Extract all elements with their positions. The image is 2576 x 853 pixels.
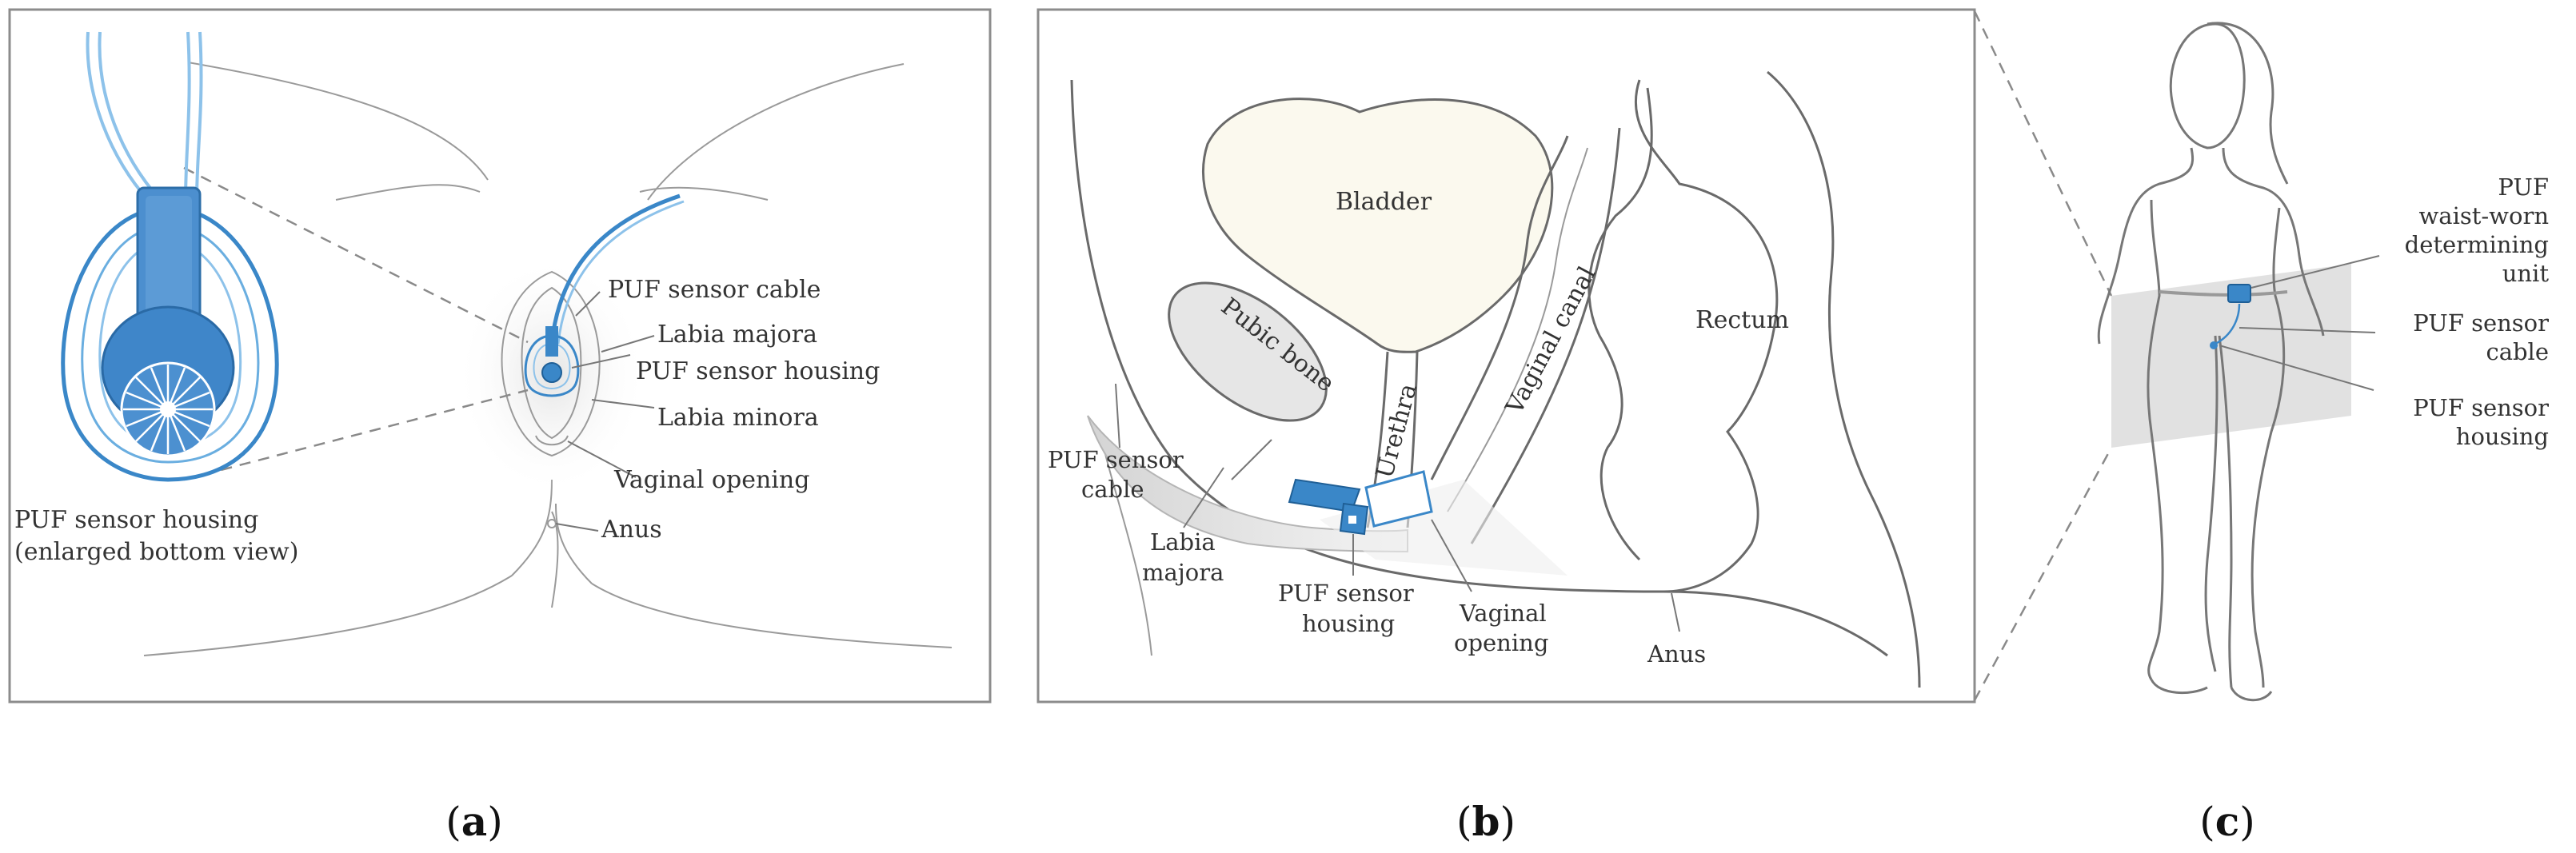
projection-line-upper — [183, 166, 529, 344]
label-sensor-cable: PUF sensor cable — [608, 276, 821, 304]
label-labia-majora: Labia majora — [657, 321, 817, 349]
determining-unit — [2227, 284, 2251, 303]
caption-a-close: ) — [487, 799, 503, 845]
connector-line-upper — [1973, 10, 2113, 297]
caption-b: (b) — [1456, 798, 1516, 845]
label-housing-b-line2: housing — [1302, 610, 1395, 637]
label-cable-c-line1: PUF sensor — [2413, 309, 2549, 337]
label-cable-line1: PUF sensor — [1048, 446, 1184, 473]
label-cable-line2: cable — [1081, 476, 1144, 503]
label-inset-line2: (enlarged bottom view) — [14, 538, 298, 566]
label-inset-line1: PUF sensor housing — [14, 506, 258, 534]
label-anus-b: Anus — [1647, 640, 1706, 668]
connector-line-lower — [1973, 447, 2113, 701]
waist-band — [2159, 290, 2288, 297]
label-rectum: Rectum — [1695, 306, 1789, 334]
caption-c-open: ( — [2199, 799, 2215, 845]
caption-c-close: ) — [2239, 799, 2255, 845]
caption-b-open: ( — [1456, 799, 1472, 845]
pubic-bone-shape — [1168, 281, 1328, 422]
panel-a-leaders — [555, 291, 655, 532]
caption-c-letter: c — [2215, 798, 2239, 845]
label-labia-minora: Labia minora — [657, 404, 819, 432]
sensor-cable-line — [549, 193, 681, 345]
label-labia-line1: Labia — [1150, 528, 1216, 556]
bladder-shape — [1201, 98, 1554, 353]
sensor-housing-b — [1288, 470, 1433, 536]
caption-c: (c) — [2199, 798, 2254, 845]
label-unit-line3: determining — [2405, 231, 2549, 258]
panel-c: PUF waist-worn determining unit PUF sens… — [2097, 22, 2550, 702]
sensor-housing-enlarged — [61, 31, 279, 482]
label-sensor-housing: PUF sensor housing — [636, 357, 880, 385]
label-unit-line1: PUF — [2498, 173, 2549, 201]
caption-a-open: ( — [445, 799, 461, 845]
label-labia-line2: majora — [1142, 559, 1224, 586]
label-unit-line4: unit — [2502, 260, 2550, 287]
caption-a-letter: a — [461, 798, 487, 845]
caption-b-letter: b — [1472, 798, 1500, 845]
panel-b-leaders — [1115, 383, 1680, 632]
panel-b-frame — [1036, 8, 1976, 704]
cable-c — [2215, 303, 2241, 345]
sensor-housing-small — [524, 326, 580, 397]
label-opening-line2: opening — [1454, 629, 1548, 656]
label-unit-line2: waist-worn — [2418, 202, 2549, 229]
label-opening-line1: Vaginal — [1459, 600, 1547, 627]
panel-c-leaders — [2219, 255, 2380, 391]
sensor-cable-line-2 — [557, 200, 685, 345]
panel-b: Bladder Pubic bone Urethra Vaginal canal… — [1036, 8, 1976, 704]
caption-a: (a) — [445, 798, 502, 845]
pelvic-plane — [2111, 264, 2351, 448]
label-vaginal-opening: Vaginal opening — [613, 466, 809, 494]
caption-b-close: ) — [1500, 799, 1516, 845]
label-housing-c-line2: housing — [2456, 423, 2549, 450]
sensor-housing-c — [2210, 341, 2218, 349]
label-housing-b-line1: PUF sensor — [1278, 580, 1414, 607]
woman-silhouette — [2097, 22, 2325, 702]
panel-a: PUF sensor cable Labia majora PUF sensor… — [8, 8, 992, 704]
label-bladder: Bladder — [1336, 188, 1432, 216]
label-cable-c-line2: cable — [2486, 338, 2549, 365]
label-housing-c-line1: PUF sensor — [2413, 394, 2549, 421]
projection-line-lower — [183, 389, 529, 481]
label-anus-a: Anus — [601, 516, 662, 544]
